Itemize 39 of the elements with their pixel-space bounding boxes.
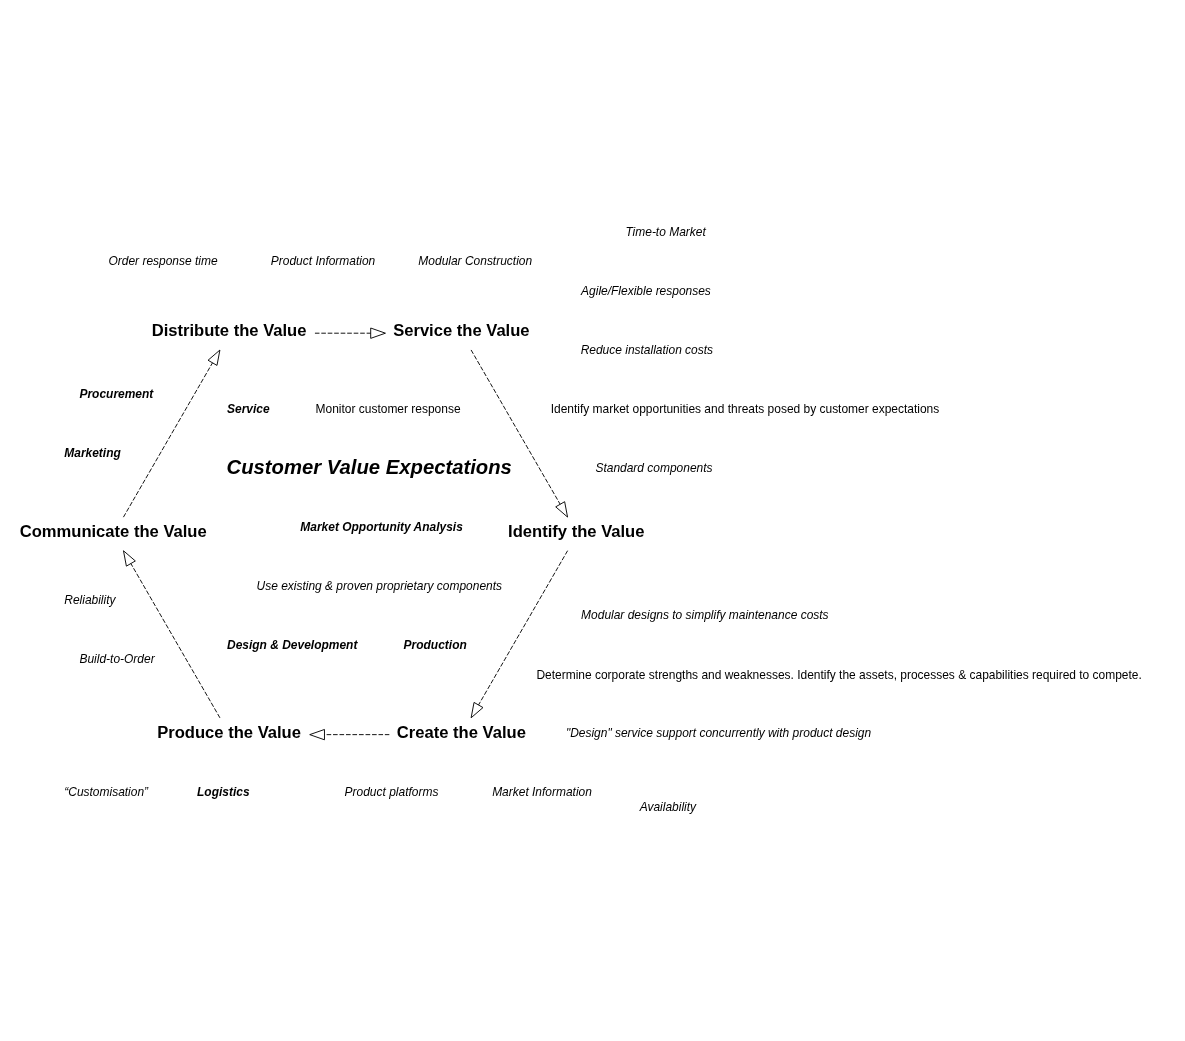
label: Market Information <box>492 784 592 799</box>
arrow <box>122 349 221 518</box>
label: Reduce installation costs <box>580 342 714 357</box>
label: Standard components <box>595 460 713 475</box>
label: Procurement <box>79 386 154 401</box>
label: Product Information <box>270 253 376 268</box>
node-text: Produce the Value <box>157 722 301 742</box>
arrow <box>314 327 386 339</box>
label: Determine corporate strengths and weaknesses. Identify the assets, processes & capabilities required to compete. <box>536 667 1142 682</box>
node-text: Communicate the Value <box>19 521 207 541</box>
label: Use existing & proven proprietary components <box>256 578 503 593</box>
label: Logistics <box>197 784 250 799</box>
label: Modular designs to simplify maintenance costs <box>581 607 829 622</box>
label: Modular Construction <box>418 253 533 268</box>
arrow <box>470 549 569 718</box>
label: Agile/Flexible responses <box>581 283 711 298</box>
label: “Customisation” <box>64 784 149 799</box>
label: Market Opportunity Analysis <box>300 519 463 534</box>
label: Build-to-Order <box>79 651 155 666</box>
label: Reliability <box>64 592 116 607</box>
label: Availability <box>639 799 697 814</box>
label: Order response time <box>108 253 218 268</box>
node-text: Identify the Value <box>508 521 645 541</box>
arrow <box>309 728 390 740</box>
node-text: Distribute the Value <box>151 320 307 340</box>
label: Product platforms <box>344 784 439 799</box>
label: "Design" service support concurrently with product design <box>565 725 872 740</box>
node-text: Create the Value <box>396 722 526 742</box>
label: Identify market opportunities and threats posed by customer expectations <box>550 401 940 416</box>
label: Production <box>403 637 467 652</box>
label: Design & Development <box>227 637 358 652</box>
node-text: Service the Value <box>393 320 530 340</box>
label: Service <box>227 401 270 416</box>
arrow <box>470 349 568 517</box>
label: Monitor customer response <box>315 401 461 416</box>
label: Customer Value Expectations <box>226 455 512 478</box>
label: Time-to Market <box>625 224 706 238</box>
arrow <box>123 549 221 718</box>
label: Marketing <box>64 445 121 460</box>
